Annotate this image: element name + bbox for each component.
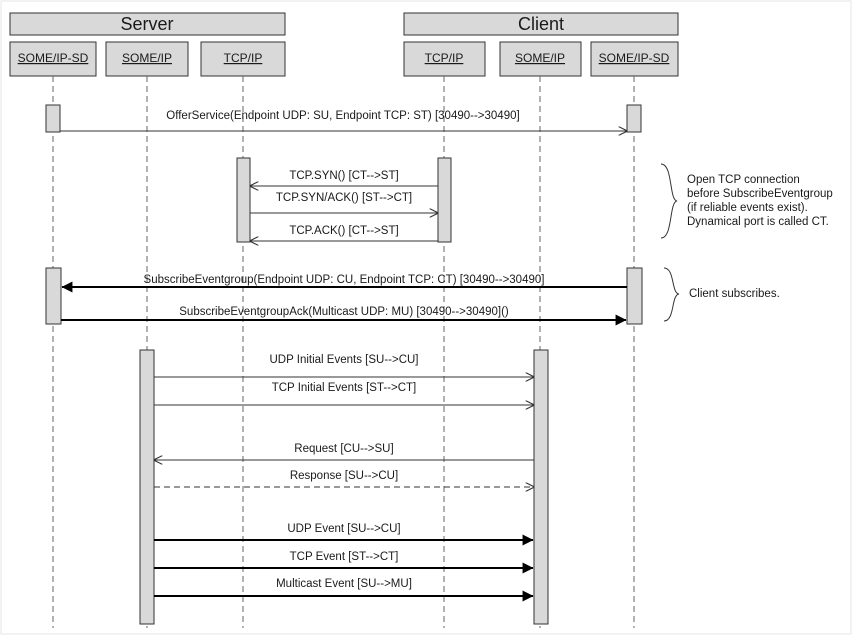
message-udp-initial-label: UDP Initial Events [SU-->CU]	[269, 354, 418, 366]
note-subscribe-brace	[663, 267, 680, 322]
note-tcp-line-1: Open TCP connection	[687, 174, 800, 186]
message-subscribe-label: SubscribeEventgroup(Endpoint UDP: CU, En…	[144, 274, 545, 286]
participant-server-sd	[9, 41, 97, 77]
activation-server-someip	[139, 349, 155, 625]
note-subscribe-text: Client subscribes.	[689, 288, 780, 300]
client-group-header	[403, 12, 679, 36]
activation-client-sd-subscribe	[626, 267, 643, 325]
participant-server-sd-label: SOME/IP-SD	[18, 51, 89, 65]
activation-server-sd-offer	[45, 104, 61, 133]
message-tcp-synack-label: TCP.SYN/ACK() [ST-->CT]	[276, 192, 412, 204]
activation-client-someip	[533, 349, 549, 625]
activation-server-sd-subscribe	[45, 267, 62, 325]
participant-client-sd	[590, 41, 679, 77]
activation-client-tcpip	[437, 157, 452, 243]
note-tcp-brace	[660, 163, 678, 239]
participant-client-sd-label: SOME/IP-SD	[599, 51, 670, 65]
note-tcp-line-2: before SubscribeEventgroup	[687, 188, 833, 200]
note-tcp-line-3: (if reliable events exist).	[687, 202, 808, 214]
activation-client-sd-offer	[626, 104, 642, 133]
message-multicast-event-label: Multicast Event [SU-->MU]	[276, 578, 412, 590]
message-tcp-initial-label: TCP Initial Events [ST-->CT]	[272, 382, 417, 394]
server-group-header	[9, 12, 286, 36]
participant-server-someip	[105, 41, 189, 77]
participant-server-tcpip-label: TCP/IP	[224, 51, 263, 65]
message-offer-service-label: OfferService(Endpoint UDP: SU, Endpoint …	[166, 110, 519, 122]
message-udp-event-label: UDP Event [SU-->CU]	[287, 523, 400, 535]
message-tcp-event-label: TCP Event [ST-->CT]	[290, 551, 399, 563]
server-group-title: Server	[120, 14, 173, 34]
message-tcp-syn-label: TCP.SYN() [CT-->ST]	[289, 170, 398, 182]
participant-client-tcpip-label: TCP/IP	[425, 51, 464, 65]
message-tcp-ack-label: TCP.ACK() [CT-->ST]	[289, 225, 398, 237]
message-subscribe-ack-label: SubscribeEventgroupAck(Multicast UDP: MU…	[179, 306, 509, 318]
note-tcp-line-4: Dynamical port is called CT.	[687, 216, 829, 228]
activation-server-tcpip	[236, 157, 251, 243]
message-request-label: Request [CU-->SU]	[294, 443, 393, 455]
participant-client-someip-label: SOME/IP	[515, 51, 565, 65]
participant-server-someip-label: SOME/IP	[122, 51, 172, 65]
message-response-label: Response [SU-->CU]	[290, 470, 398, 482]
client-group-title: Client	[518, 14, 564, 34]
